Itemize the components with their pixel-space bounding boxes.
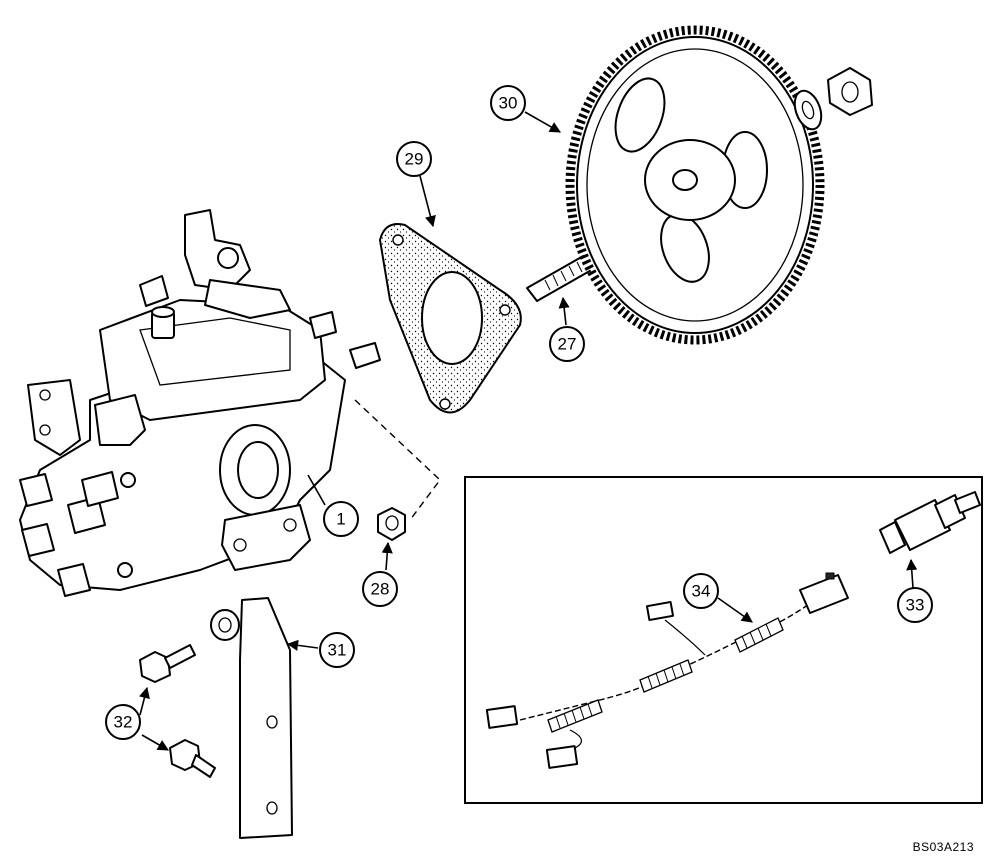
- callout-28-label: 28: [371, 580, 390, 599]
- leader-30: [524, 111, 561, 133]
- leader-34: [717, 597, 753, 623]
- callout-30: 30: [490, 85, 526, 121]
- leader-31: [286, 639, 319, 651]
- temperature-sensor: [879, 491, 981, 554]
- callout-29: 29: [396, 141, 432, 177]
- nut: [377, 507, 406, 541]
- callout-28: 28: [362, 571, 398, 607]
- pump-gasket: [378, 223, 522, 414]
- leader-27: [558, 296, 570, 326]
- harness-coil-1: [547, 699, 603, 733]
- callout-34: 34: [683, 573, 719, 609]
- leader-29: [419, 175, 436, 228]
- leader-lines: [139, 111, 918, 751]
- drive-gear: [565, 25, 825, 345]
- callout-1-label: 1: [336, 510, 345, 529]
- callout-31: 31: [319, 632, 355, 668]
- callout-32: 32: [105, 704, 141, 740]
- delivery-fittings: [19, 471, 136, 597]
- harness-coil-2: [639, 659, 693, 693]
- callout-29-label: 29: [405, 150, 424, 169]
- leader-32b: [141, 734, 169, 751]
- callout-34-label: 34: [692, 582, 711, 601]
- leader-28: [381, 541, 393, 571]
- wiring-harness: [485, 572, 849, 769]
- callout-27: 27: [549, 326, 585, 362]
- drawing-reference-code: BS03A213: [912, 840, 974, 854]
- callout-33: 33: [897, 587, 933, 623]
- callout-30-label: 30: [499, 94, 518, 113]
- bolts: [139, 644, 216, 778]
- leader-32a: [139, 686, 150, 716]
- leader-33: [906, 558, 918, 589]
- callout-33-label: 33: [906, 596, 925, 615]
- callout-27-label: 27: [558, 335, 577, 354]
- bracket: [210, 597, 293, 839]
- injection-pump: [19, 209, 441, 597]
- callout-1: 1: [323, 501, 359, 537]
- callout-32-label: 32: [114, 713, 133, 732]
- callout-31-label: 31: [328, 641, 347, 660]
- leader-1: [307, 474, 326, 506]
- harness-inset-box: [464, 476, 983, 804]
- harness-coil-3: [734, 617, 784, 653]
- gear-washer-nut: [793, 67, 873, 131]
